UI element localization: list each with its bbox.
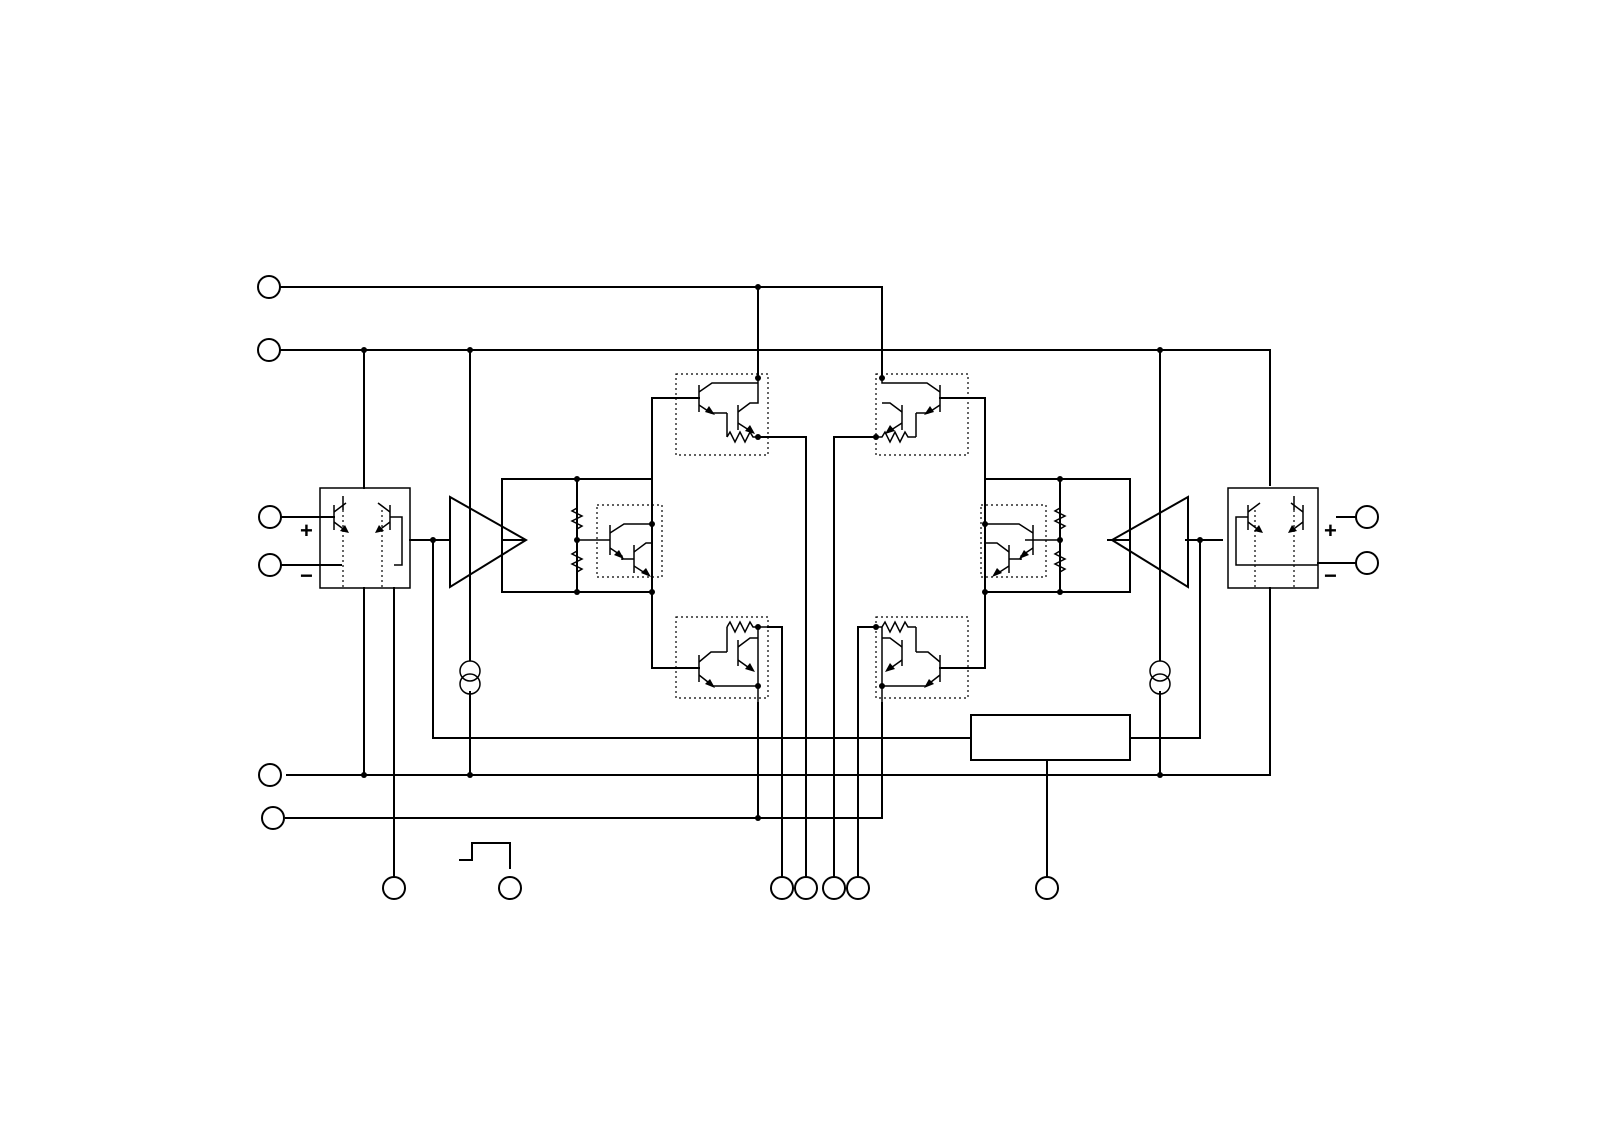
terminal-bottom-rail-2 xyxy=(261,806,285,830)
terminal-bottom-rail-1 xyxy=(258,763,282,787)
terminal-block-output xyxy=(1035,876,1059,900)
junctions xyxy=(361,284,1203,821)
right-resistor-divider xyxy=(1025,507,1067,573)
right-current-source xyxy=(1149,660,1171,695)
terminals xyxy=(257,275,1379,900)
terminal-left-opto-output xyxy=(382,876,406,900)
sense-block xyxy=(970,714,1131,761)
bridge-darlington-upper-left xyxy=(675,373,769,456)
terminal-pulse xyxy=(498,876,522,900)
wiring xyxy=(274,286,1357,877)
right-minus-sign: − xyxy=(1324,563,1337,588)
right-amplifier-triangle xyxy=(1110,495,1189,589)
terminal-top-rail-1 xyxy=(257,275,281,299)
terminal-top-rail-2 xyxy=(257,338,281,362)
terminal-sense-2 xyxy=(794,876,818,900)
left-current-source xyxy=(459,660,481,695)
terminal-sense-4 xyxy=(846,876,870,900)
bridge-darlington-upper-right xyxy=(875,373,969,456)
right-darlington xyxy=(980,504,1047,578)
right-optocoupler: + − xyxy=(1227,487,1337,589)
terminal-left-input-minus xyxy=(258,553,282,577)
left-optocoupler: + − xyxy=(300,487,411,589)
terminal-sense-3 xyxy=(822,876,846,900)
left-plus-sign: + xyxy=(300,518,313,543)
pulse-symbol xyxy=(459,842,511,869)
left-resistor-divider xyxy=(570,507,610,573)
terminal-right-input-plus xyxy=(1355,505,1379,529)
right-plus-sign: + xyxy=(1324,518,1337,543)
terminal-right-input-minus xyxy=(1355,551,1379,575)
bridge-darlington-lower-left xyxy=(675,616,769,703)
bridge-darlington-lower-right xyxy=(875,616,969,703)
terminal-left-input-plus xyxy=(258,505,282,529)
left-darlington xyxy=(596,504,663,592)
left-amplifier-triangle xyxy=(449,495,528,589)
terminal-sense-1 xyxy=(770,876,794,900)
left-minus-sign: − xyxy=(300,563,313,588)
